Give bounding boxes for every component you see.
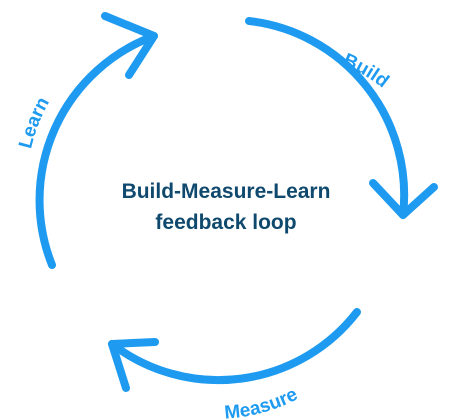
measure-arrowhead-icon (108, 338, 159, 392)
measure-arc (108, 308, 361, 392)
learn-arrowhead-icon (101, 12, 158, 79)
measure-arc-stroke (108, 308, 361, 385)
learn-arc (35, 12, 158, 269)
build-arrowhead-icon (369, 179, 438, 219)
build-arc (245, 17, 438, 219)
learn-arc-stroke (35, 32, 158, 269)
build-arc-stroke (245, 17, 409, 219)
stage-label-measure: Measure (224, 384, 302, 420)
stage-label-measure-text: Measure (224, 384, 302, 420)
diagram-title-line-2: feedback loop (155, 211, 296, 234)
diagram-title-line-1: Build-Measure-Learn (122, 180, 331, 203)
